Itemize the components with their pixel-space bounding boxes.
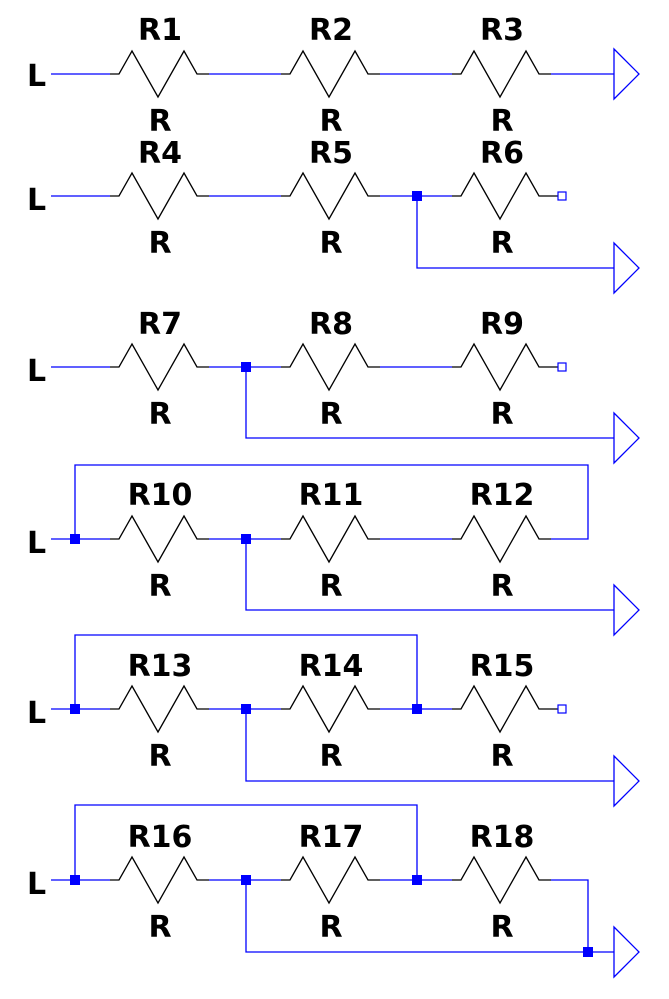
junction-dot[interactable] [412,875,422,885]
resistor-r12[interactable] [452,514,551,564]
resistor-name-r17: R17 [299,820,364,855]
wire [551,879,589,952]
resistor-r11[interactable] [281,514,380,564]
resistor-r8[interactable] [281,342,380,392]
wire [245,880,614,953]
resistor-r13[interactable] [110,684,209,734]
resistor-name-r2: R2 [309,13,353,48]
wire [74,634,418,709]
output-port-flag[interactable] [613,411,640,465]
net-label-row-5: L [27,696,46,731]
resistor-value-r13: R [148,739,171,774]
resistor-name-r5: R5 [309,136,353,171]
resistor-name-r15: R15 [470,649,535,684]
circuit-row-6: L R16 R R17 R R18 R [27,804,640,979]
resistor-r9[interactable] [452,342,558,392]
resistor-r16[interactable] [110,855,209,905]
junction-dot[interactable] [241,704,251,714]
output-port-flag[interactable] [613,47,640,101]
net-label-row-4: L [27,526,46,561]
resistor-value-r18: R [490,910,513,945]
resistor-name-r12: R12 [470,478,535,513]
net-label-row-1: L [27,59,46,94]
output-port-flag[interactable] [613,754,640,808]
resistor-value-r6: R [490,226,513,261]
resistor-r17[interactable] [281,855,380,905]
resistor-value-r7: R [148,397,171,432]
resistor-name-r1: R1 [138,13,182,48]
resistor-name-r6: R6 [480,136,524,171]
resistor-value-r14: R [319,739,342,774]
resistor-r4[interactable] [110,171,209,221]
net-label-row-6: L [27,867,46,902]
resistor-name-r8: R8 [309,307,353,342]
junction-dot[interactable] [70,534,80,544]
resistor-value-r15: R [490,739,513,774]
resistor-name-r7: R7 [138,307,182,342]
resistor-value-r4: R [148,226,171,261]
open-terminal[interactable] [557,704,567,714]
resistor-r10[interactable] [110,514,209,564]
resistor-value-r9: R [490,397,513,432]
net-label-row-3: L [27,354,46,389]
junction-dot[interactable] [412,704,422,714]
output-port-flag[interactable] [613,925,640,979]
resistor-name-r4: R4 [138,136,182,171]
output-port-flag[interactable] [613,583,640,637]
resistor-value-r10: R [148,569,171,604]
junction-dot[interactable] [241,875,251,885]
resistor-name-r16: R16 [128,820,193,855]
wire [245,367,614,439]
resistor-value-r3: R [490,104,513,139]
resistor-name-r10: R10 [128,478,193,513]
junction-dot[interactable] [241,534,251,544]
resistor-value-r16: R [148,910,171,945]
resistor-value-r12: R [490,569,513,604]
resistor-r18[interactable] [452,855,551,905]
circuit-row-4: L R10 R R11 R R12 R [27,464,640,637]
junction-dot[interactable] [70,704,80,714]
junction-dot[interactable] [70,875,80,885]
wire [245,539,614,611]
resistor-value-r8: R [319,397,342,432]
resistor-r2[interactable] [281,49,380,99]
output-port-flag[interactable] [613,241,640,295]
wire [74,464,589,540]
resistor-value-r2: R [319,104,342,139]
circuit-row-2: L R4 R R5 R R6 R [27,136,640,295]
circuit-row-5: L R13 R R14 R R15 R [27,634,640,808]
junction-dot[interactable] [241,362,251,372]
resistor-name-r18: R18 [470,820,535,855]
resistor-value-r11: R [319,569,342,604]
open-terminal[interactable] [557,191,567,201]
resistor-r14[interactable] [281,684,380,734]
resistor-name-r3: R3 [480,13,524,48]
resistor-r5[interactable] [281,171,380,221]
resistor-value-r17: R [319,910,342,945]
wire [74,804,418,880]
circuit-row-1: L R1 R R2 R R3 R [27,13,640,139]
resistor-name-r9: R9 [480,307,524,342]
open-terminal[interactable] [557,362,567,372]
resistor-r1[interactable] [110,49,209,99]
resistor-name-r11: R11 [299,478,364,513]
junction-dot[interactable] [583,947,593,957]
net-label-row-2: L [27,183,46,218]
resistor-r3[interactable] [452,49,551,99]
wire [416,196,614,269]
junction-dot[interactable] [412,191,422,201]
resistor-r15[interactable] [452,684,558,734]
resistor-value-r5: R [319,226,342,261]
resistor-r7[interactable] [110,342,209,392]
resistor-name-r14: R14 [299,649,364,684]
resistor-r6[interactable] [452,171,558,221]
resistor-name-r13: R13 [128,649,193,684]
resistor-value-r1: R [148,104,171,139]
circuit-row-3: L R7 R R8 R R9 R [27,307,640,465]
wire [245,709,614,782]
